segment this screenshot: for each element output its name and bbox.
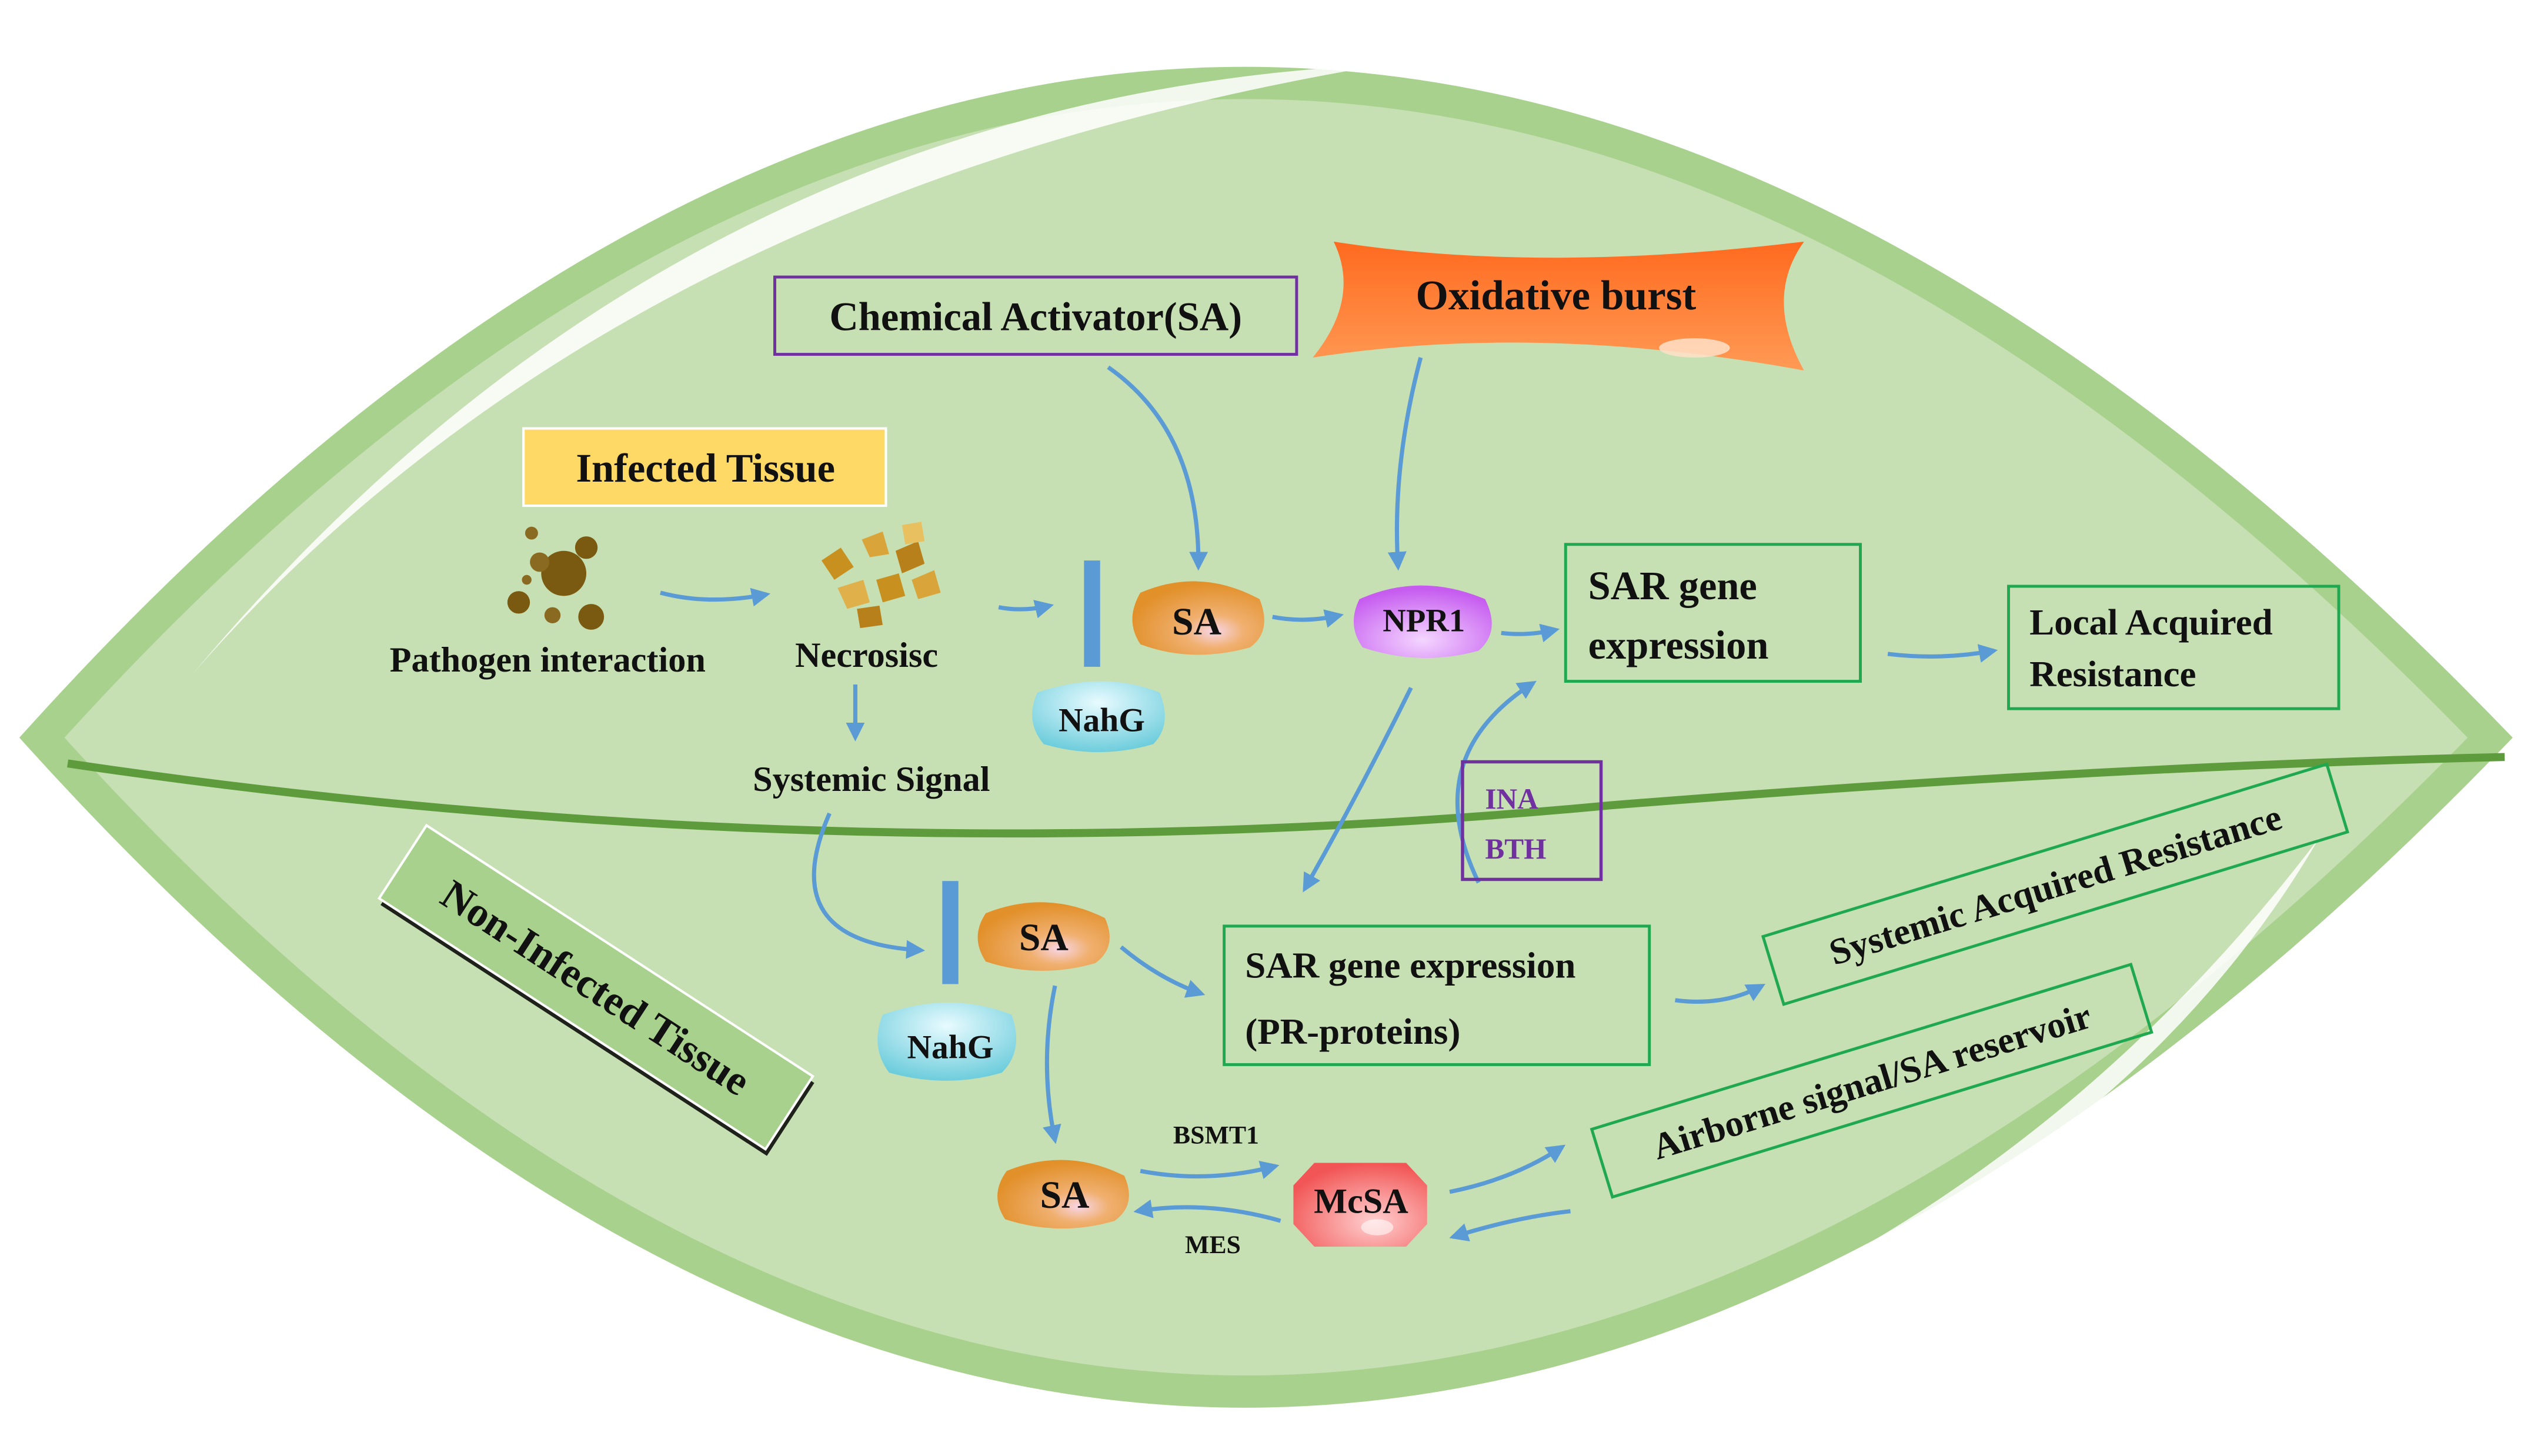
mcsa-node: McSA (1293, 1163, 1427, 1247)
nahg-label-lower: NahG (907, 1028, 994, 1066)
systemic-signal-label: Systemic Signal (753, 760, 990, 799)
sar-pr-line1: SAR gene expression (1245, 945, 1575, 986)
sar-gene-expression-box: SAR gene expression (1564, 543, 1862, 683)
inhibition-bar-upper (1084, 560, 1100, 667)
npr1-node: NPR1 (1353, 585, 1492, 658)
arrow-pathogen-to-necrosis (660, 587, 771, 607)
sa-label-middle: SA (1019, 916, 1069, 959)
sa-node-upper: SA (1132, 581, 1264, 655)
chemical-activator-label: Chemical Activator(SA) (829, 294, 1242, 339)
oxidative-burst-label: Oxidative burst (1416, 273, 1697, 319)
mcsa-label: McSA (1314, 1181, 1408, 1221)
necrosis-label: Necrosisc (795, 636, 938, 675)
sa-node-middle: SA (977, 902, 1110, 971)
leaf-shape (19, 64, 2513, 1408)
local-acquired-resistance-box: Local Acquired Resistance (2007, 585, 2341, 710)
arrow-npr1-to-sar (1501, 623, 1560, 643)
ina-bth-box: INA BTH (1461, 760, 1603, 881)
bth-label: BTH (1485, 833, 1546, 865)
npr1-label: NPR1 (1383, 603, 1465, 639)
arrow-sar-to-local (1887, 644, 1998, 663)
nahg-node-upper: NahG (1032, 681, 1165, 753)
arrow-mcsa-to-sa (1133, 1199, 1281, 1223)
arrow-mcsa-to-airborne (1449, 1144, 1566, 1194)
mes-label: MES (1185, 1231, 1241, 1259)
sa-label-lower: SA (1040, 1174, 1089, 1217)
sar-pr-line2: (PR-proteins) (1245, 1011, 1460, 1052)
arrows (660, 357, 1998, 1242)
nahg-node-lower: NahG (877, 1002, 1017, 1081)
arrow-airborne-to-mcsa (1449, 1209, 1571, 1242)
infected-tissue-box: Infected Tissue (522, 427, 887, 507)
chemical-activator-box: Chemical Activator(SA) (773, 275, 1298, 356)
mcsa-highlight (1361, 1219, 1394, 1235)
necrosis-icon (821, 522, 941, 629)
arrow-necrosis-to-blocker (998, 600, 1054, 619)
pathogen-icon (507, 526, 605, 630)
local-acquired-line1: Local Acquired (2029, 602, 2273, 643)
sa-node-lower: SA (997, 1160, 1129, 1229)
sar-gene-expression-line2: expression (1588, 623, 1769, 667)
bsmt1-label: BSMT1 (1173, 1121, 1259, 1150)
sar-pr-proteins-box: SAR gene expression (PR-proteins) (1223, 924, 1651, 1066)
arrow-npr1-to-sar-pr (1303, 686, 1413, 893)
arrow-sa-to-sar-pr (1120, 945, 1206, 998)
oxidative-highlight (1659, 338, 1730, 358)
arrow-chemical-to-sa (1107, 365, 1208, 571)
nahg-label-upper: NahG (1059, 702, 1145, 739)
local-acquired-line2: Resistance (2029, 653, 2196, 694)
arrow-oxidative-to-npr1 (1387, 357, 1423, 571)
arrow-sa-to-npr1 (1272, 609, 1344, 628)
infected-tissue-label: Infected Tissue (576, 446, 835, 490)
sar-gene-expression-line1: SAR gene (1588, 563, 1757, 608)
arrow-sa-to-sa-lower (1043, 985, 1061, 1144)
arrow-sa-to-mcsa (1140, 1160, 1280, 1179)
oxidative-burst-banner: Oxidative burst (1313, 241, 1804, 370)
pathogen-interaction-label: Pathogen interaction (390, 640, 706, 680)
inhibition-bar-lower (942, 881, 959, 984)
arrow-systemic-to-blocker (812, 812, 926, 959)
arrow-sar-pr-to-systemic (1675, 984, 1766, 1004)
sa-label-upper: SA (1172, 600, 1221, 643)
ina-label: INA (1485, 783, 1538, 815)
